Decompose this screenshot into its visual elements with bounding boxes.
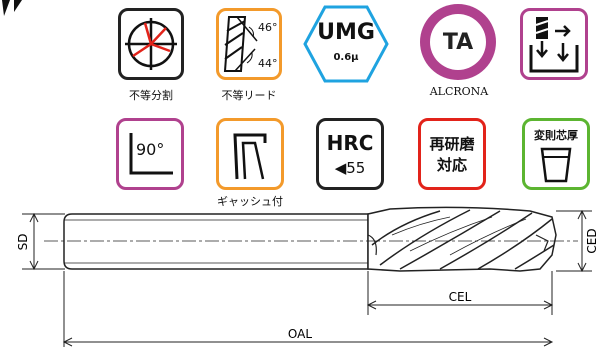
crosshair-division-icon — [125, 18, 177, 70]
equal-division-badge — [118, 8, 184, 80]
shank-angle-label: 90° — [136, 140, 165, 159]
umg-hexagon-badge — [303, 5, 389, 83]
coating-ta-label: TA — [442, 29, 474, 55]
hrc-badge: HRC ◀55 — [316, 118, 384, 190]
lead-angle-bottom-label: 44° — [258, 57, 278, 70]
drill-direction-icon — [529, 17, 579, 73]
flute-section — [367, 206, 557, 272]
unequal-lead-badge — [216, 8, 282, 80]
unequal-lead-caption: 不等リード — [221, 89, 277, 102]
umg-title: UMG — [317, 20, 375, 45]
equal-division-caption: 不等分割 — [129, 89, 173, 102]
helix-angle-icon — [223, 16, 258, 72]
variable-core-title: 変則芯厚 — [534, 129, 578, 142]
coating-ta-inner: TA — [430, 14, 486, 70]
lead-angle-top-label: 46° — [258, 21, 278, 34]
end-mill-drawing: SD CED CEL OAL — [16, 206, 599, 347]
umg-sub: 0.6μ — [333, 52, 359, 63]
brand-logo-fragment — [2, 0, 22, 16]
sd-label: SD — [16, 234, 30, 251]
machining-direction-badge — [520, 8, 588, 80]
hrc-value: ◀55 — [334, 159, 366, 177]
right-angle-icon — [129, 133, 173, 175]
coating-caption: ALCRONA — [429, 85, 489, 98]
oal-label: OAL — [288, 327, 312, 341]
gash-badge — [216, 118, 284, 190]
shank-angle-badge — [116, 118, 184, 190]
coating-ta-badge: TA — [420, 4, 496, 80]
gash-caption: ギャッシュ付 — [217, 195, 283, 208]
hrc-title: HRC — [326, 131, 374, 155]
ced-label: CED — [585, 228, 599, 253]
variable-core-badge: 変則芯厚 — [522, 118, 590, 190]
gash-profile-icon — [233, 133, 267, 180]
regrind-line1: 再研磨 — [429, 135, 475, 153]
cup-icon — [540, 147, 572, 183]
cel-label: CEL — [449, 290, 472, 304]
regrind-line2: 対応 — [436, 156, 467, 174]
regrind-badge: 再研磨 対応 — [418, 118, 486, 190]
